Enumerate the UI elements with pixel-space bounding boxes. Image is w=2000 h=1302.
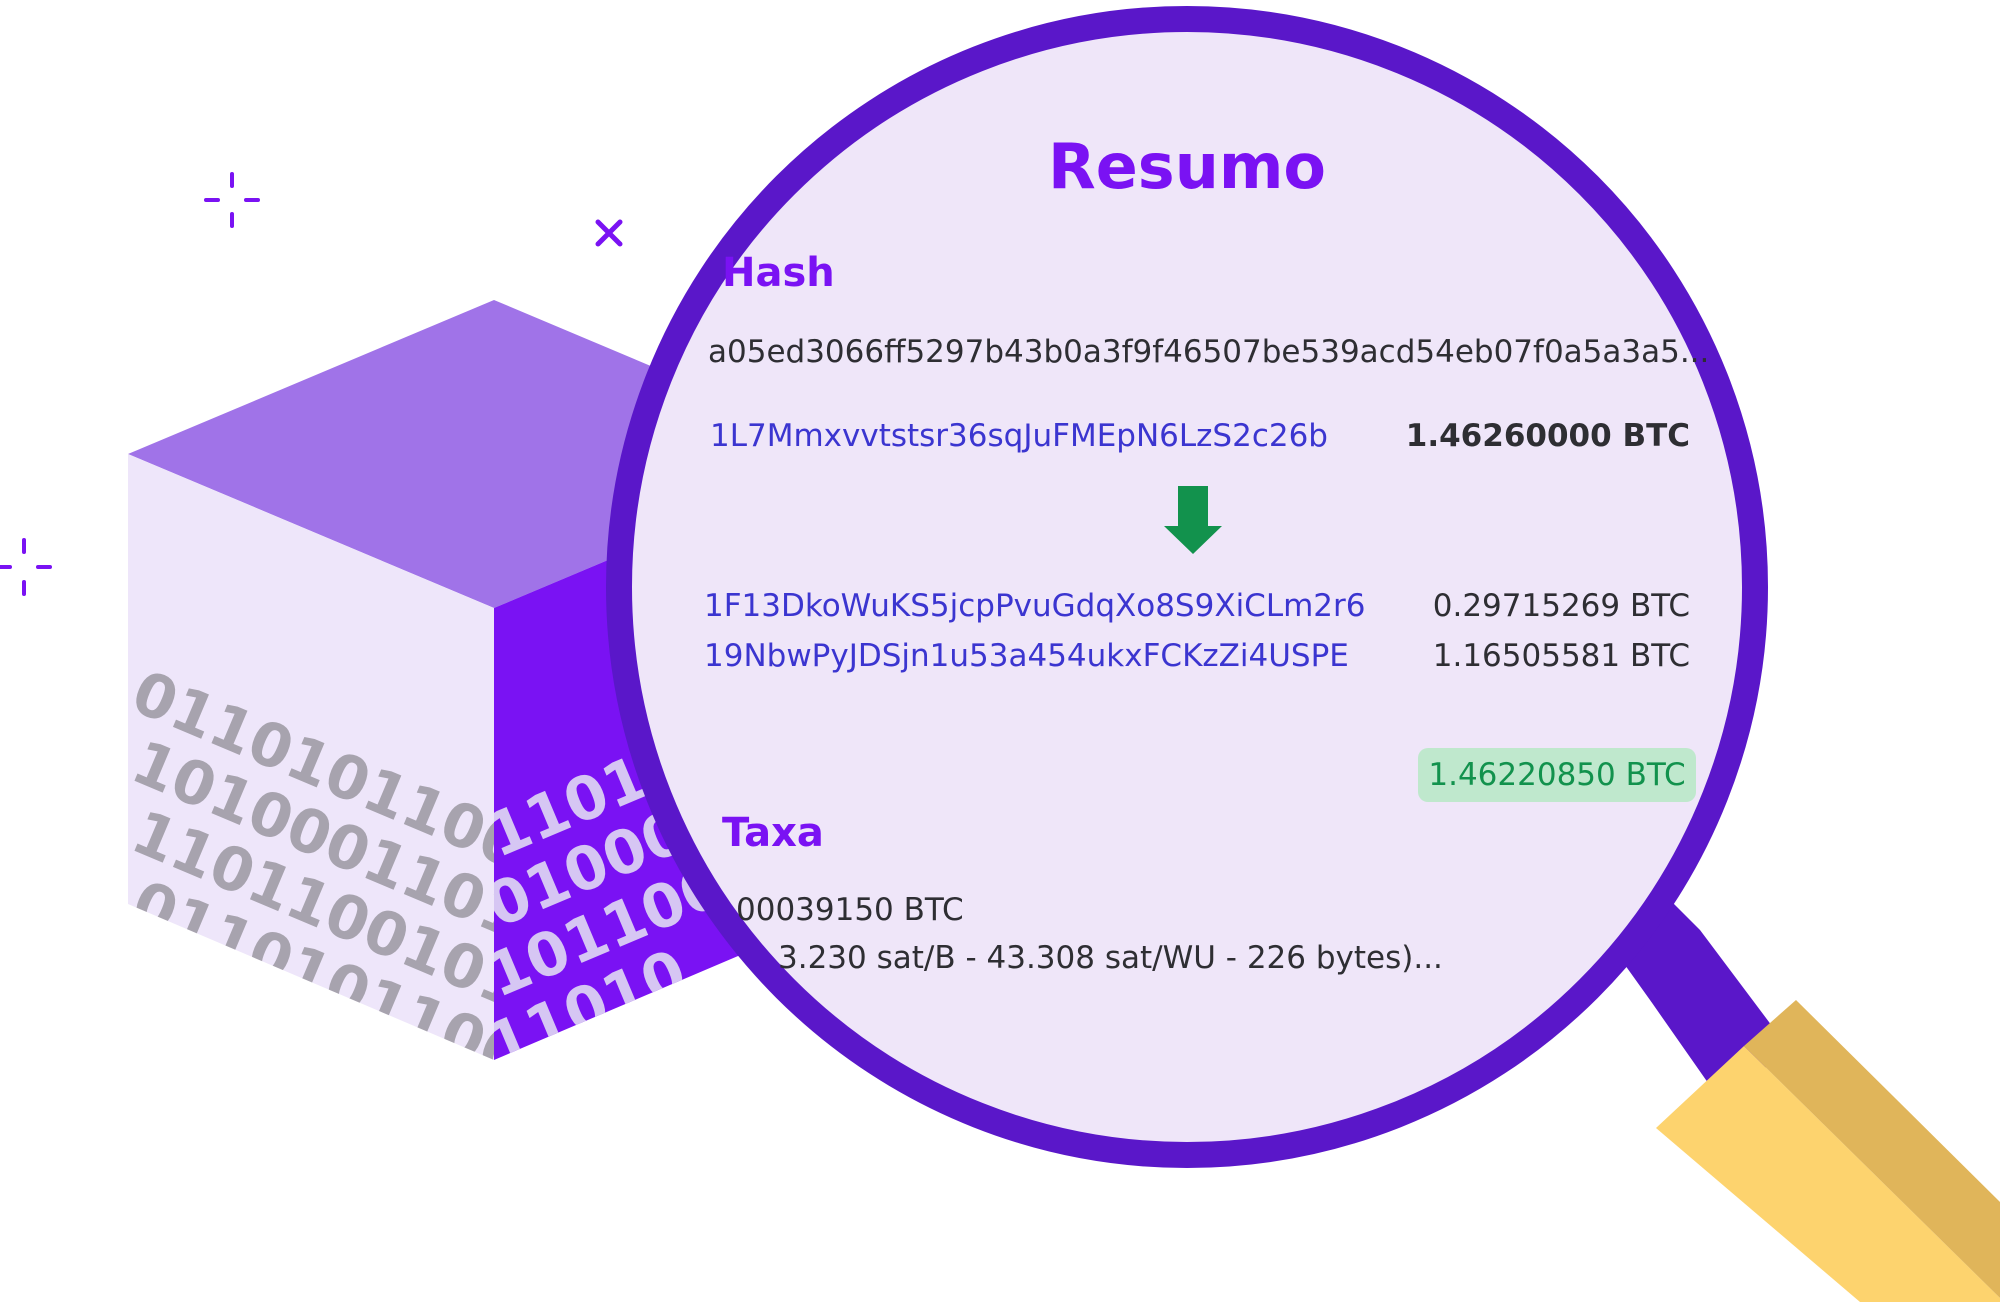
magnifier-handle [1600, 880, 2000, 1302]
fee-label: Taxa [722, 810, 824, 856]
down-arrow-icon [1164, 486, 1222, 554]
input-amount: 1.46260000 BTC [1405, 418, 1690, 454]
sparkle-icon [204, 172, 260, 228]
output-address-link[interactable]: 19NbwPyJDSjn1u53a454ukxFCKzZi4USPE [704, 638, 1349, 674]
input-address-link[interactable]: 1L7Mmxvvtstsr36sqJuFMEpN6LzS2c26b [710, 418, 1328, 454]
hash-label: Hash [722, 250, 835, 296]
page-title: Resumo [1048, 130, 1327, 203]
fee-detail: 3.230 sat/B - 43.308 sat/WU - 226 bytes)… [778, 940, 1443, 976]
output-amount: 0.29715269 BTC [1432, 588, 1690, 624]
sparkle-icon [0, 538, 52, 596]
hash-value: a05ed3066ff5297b43b0a3f9f46507be539acd54… [708, 334, 1710, 370]
magnifier-rim [606, 6, 1768, 1168]
magnifier-lens [631, 31, 1743, 1143]
fee-amount: 00039150 BTC [736, 892, 964, 928]
output-address-link[interactable]: 1F13DkoWuKS5jcpPvuGdqXo8S9XiCLm2r6 [704, 588, 1366, 624]
total-output-value: 1.46220850 BTC [1428, 757, 1686, 793]
total-output-badge: 1.46220850 BTC [1418, 748, 1696, 802]
cube-front-face [128, 454, 494, 1060]
output-amount: 1.16505581 BTC [1432, 638, 1690, 674]
x-mark-icon [595, 219, 623, 247]
